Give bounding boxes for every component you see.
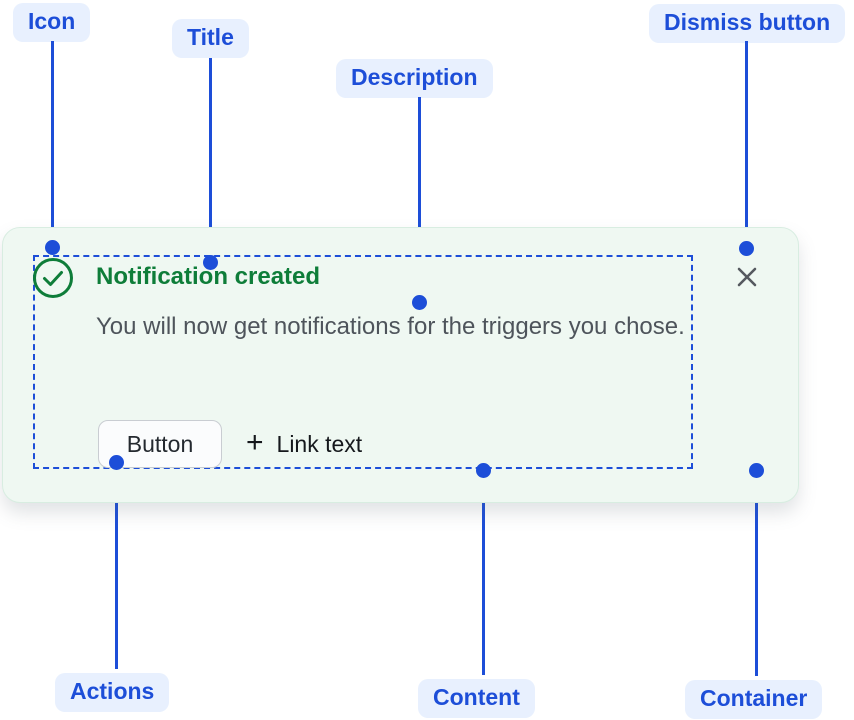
- close-x-icon: [737, 267, 757, 287]
- connector-line-title: [209, 58, 212, 263]
- action-link[interactable]: + Link text: [246, 420, 362, 468]
- connector-line-container: [755, 470, 758, 676]
- anchor-dot-actions: [109, 455, 124, 470]
- connector-line-actions: [115, 462, 118, 669]
- callout-label-actions: Actions: [55, 673, 170, 712]
- anchor-dot-description: [412, 295, 427, 310]
- notification-description: You will now get notifications for the t…: [96, 313, 685, 340]
- anchor-dot-container: [749, 463, 764, 478]
- anchor-dot-title: [203, 255, 218, 270]
- callout-label-content: Content: [418, 679, 535, 718]
- callout-label-description: Description: [336, 59, 493, 98]
- callout-label-icon: Icon: [13, 3, 91, 42]
- check-circle-icon: [33, 258, 73, 298]
- link-text: Link text: [276, 430, 363, 457]
- dismiss-button[interactable]: [731, 261, 763, 293]
- anchor-dot-content: [476, 463, 491, 478]
- connector-line-dismiss: [745, 41, 748, 249]
- callout-label-title: Title: [172, 19, 249, 58]
- connector-line-icon: [51, 41, 54, 248]
- plus-icon: +: [246, 425, 264, 459]
- connector-line-description: [418, 97, 421, 303]
- anchor-dot-icon: [45, 240, 60, 255]
- callout-label-dismiss-button: Dismiss button: [649, 4, 846, 43]
- anchor-dot-dismiss: [739, 241, 754, 256]
- connector-line-content: [482, 470, 485, 675]
- content-area-outline: [33, 255, 693, 469]
- callout-label-container: Container: [685, 680, 823, 719]
